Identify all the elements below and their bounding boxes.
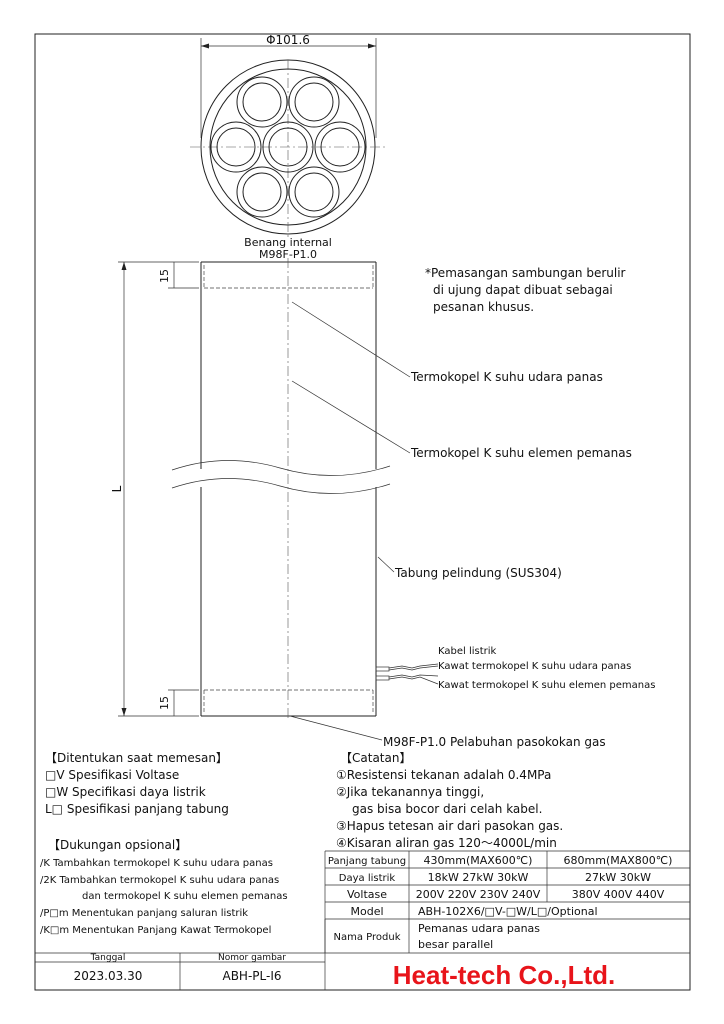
thread-spec: M98F-P1.0 bbox=[259, 248, 317, 261]
svg-text:Daya listrik: Daya listrik bbox=[339, 873, 396, 884]
svg-text:Pemanas udara panas: Pemanas udara panas bbox=[418, 922, 540, 935]
svg-text:430mm(MAX600℃): 430mm(MAX600℃) bbox=[424, 854, 533, 867]
heater-element-right bbox=[314, 121, 366, 173]
heater-element-bottom-left bbox=[236, 166, 288, 218]
svg-text:18kW 27kW 30kW: 18kW 27kW 30kW bbox=[428, 871, 529, 884]
svg-text:Panjang tabung: Panjang tabung bbox=[328, 856, 406, 867]
table-row: Voltase 200V 220V 230V 240V 380V 400V 44… bbox=[347, 888, 665, 901]
svg-text:/K Tambahkan termokopel K suhu: /K Tambahkan termokopel K suhu udara pan… bbox=[40, 858, 273, 869]
svg-text:200V 220V 230V 240V: 200V 220V 230V 240V bbox=[416, 888, 541, 901]
heater-element-top-right bbox=[288, 76, 340, 128]
side-view: L 15 15 bbox=[110, 258, 439, 741]
thread-label: Benang internal bbox=[244, 236, 332, 249]
table-row-product-name: Nama Produk Pemanas udara panas besar pa… bbox=[334, 922, 541, 951]
svg-text:□W Specifikasi daya listrik: □W Specifikasi daya listrik bbox=[45, 785, 206, 799]
svg-text:①Resistensi tekanan adalah 0.4: ①Resistensi tekanan adalah 0.4MPa bbox=[336, 768, 551, 782]
custom-note: *Pemasangan sambungan berulir di ujung d… bbox=[425, 266, 626, 314]
order-spec: 【Ditentukan saat memesan】 □V Spesifikasi… bbox=[45, 751, 229, 816]
callout-gas-port: M98F-P1.0 Pelabuhan pasokokan gas bbox=[383, 735, 606, 749]
company-logo: Heat-tech Co.,Ltd. bbox=[393, 960, 615, 990]
drawing-number-label: Nomor gambar bbox=[218, 953, 286, 963]
callout-protective-tube: Tabung pelindung (SUS304) bbox=[394, 566, 562, 580]
svg-text:【Dukungan opsional】: 【Dukungan opsional】 bbox=[48, 838, 187, 852]
length-dimension: L bbox=[110, 485, 124, 492]
callout-power-cable: Kabel listrik bbox=[438, 646, 497, 657]
callout-thermocouple-element: Termokopel K suhu elemen pemanas bbox=[410, 446, 632, 460]
svg-text:*Pemasangan sambungan berulir: *Pemasangan sambungan berulir bbox=[425, 266, 626, 280]
svg-text:/K□m Menentukan Panjang Kawat: /K□m Menentukan Panjang Kawat Termokopel bbox=[40, 925, 271, 936]
drawing-number-value: ABH-PL-I6 bbox=[222, 969, 281, 983]
table-row: Daya listrik 18kW 27kW 30kW 27kW 30kW bbox=[339, 871, 651, 884]
svg-text:L□ Spesifikasi panjang tabung: L□ Spesifikasi panjang tabung bbox=[45, 802, 229, 816]
end-dimension-top: 15 bbox=[158, 269, 171, 283]
svg-text:②Jika tekanannya tinggi,: ②Jika tekanannya tinggi, bbox=[336, 785, 484, 799]
svg-text:Voltase: Voltase bbox=[347, 888, 387, 901]
svg-text:【Catatan】: 【Catatan】 bbox=[340, 751, 411, 765]
callout-wire-element: Kawat termokopel K suhu elemen pemanas bbox=[438, 680, 655, 691]
top-view: Φ101.6 Benang internal M98F-P1.0 bbox=[190, 33, 386, 261]
heater-element-top-left bbox=[236, 76, 288, 128]
diameter-dimension: Φ101.6 bbox=[266, 33, 310, 47]
svg-text:④Kisaran aliran gas 120～4000L: ④Kisaran aliran gas 120～4000L/min bbox=[336, 836, 557, 850]
svg-text:380V 400V 440V: 380V 400V 440V bbox=[572, 888, 665, 901]
date-label: Tanggal bbox=[90, 953, 126, 963]
title-block: Tanggal 2023.03.30 Nomor gambar ABH-PL-I… bbox=[35, 919, 690, 990]
callout-wire-air: Kawat termokopel K suhu udara panas bbox=[438, 661, 631, 672]
svg-text:680mm(MAX800℃): 680mm(MAX800℃) bbox=[564, 854, 673, 867]
notes: 【Catatan】 ①Resistensi tekanan adalah 0.4… bbox=[336, 751, 563, 850]
heater-element-left bbox=[210, 121, 262, 173]
svg-text:Nama Produk: Nama Produk bbox=[334, 932, 401, 943]
heater-element-center bbox=[262, 121, 314, 173]
svg-text:pesanan khusus.: pesanan khusus. bbox=[433, 300, 534, 314]
break-line-lower bbox=[171, 478, 391, 494]
svg-text:gas bisa bocor dari celah kabe: gas bisa bocor dari celah kabel. bbox=[352, 802, 542, 816]
heater-element-bottom-right bbox=[288, 166, 340, 218]
svg-text:dan termokopel K suhu elemen p: dan termokopel K suhu elemen pemanas bbox=[82, 891, 288, 902]
date-value: 2023.03.30 bbox=[74, 969, 143, 983]
svg-text:【Ditentukan saat memesan】: 【Ditentukan saat memesan】 bbox=[45, 751, 228, 765]
spec-table: Panjang tabung 430mm(MAX600℃) 680mm(MAX8… bbox=[324, 850, 690, 953]
sheet-border bbox=[34, 33, 691, 991]
table-row-model: Model ABH-102X6/□V-□W/L□/Optional bbox=[350, 905, 597, 918]
svg-text:③Hapus tetesan air dari pasoka: ③Hapus tetesan air dari pasokan gas. bbox=[336, 819, 563, 833]
optional-support: 【Dukungan opsional】 /K Tambahkan termoko… bbox=[40, 838, 288, 936]
svg-text:di ujung dapat dibuat sebagai: di ujung dapat dibuat sebagai bbox=[433, 283, 613, 297]
callout-thermocouple-air: Termokopel K suhu udara panas bbox=[410, 370, 603, 384]
cable-exits bbox=[375, 663, 439, 685]
end-dimension-bottom: 15 bbox=[158, 696, 171, 710]
svg-text:Model: Model bbox=[350, 905, 383, 918]
svg-text:□V Spesifikasi Voltase: □V Spesifikasi Voltase bbox=[45, 768, 179, 782]
table-row: Panjang tabung 430mm(MAX600℃) 680mm(MAX8… bbox=[328, 854, 673, 867]
svg-text:/P□m Menentukan panjang salura: /P□m Menentukan panjang saluran listrik bbox=[40, 908, 248, 919]
break-line-upper bbox=[171, 460, 391, 476]
svg-text:27kW 30kW: 27kW 30kW bbox=[585, 871, 651, 884]
svg-text:besar parallel: besar parallel bbox=[418, 938, 493, 951]
svg-text:ABH-102X6/□V-□W/L□/Optional: ABH-102X6/□V-□W/L□/Optional bbox=[418, 905, 598, 918]
svg-text:/2K Tambahkan termokopel K suh: /2K Tambahkan termokopel K suhu udara pa… bbox=[40, 875, 279, 886]
